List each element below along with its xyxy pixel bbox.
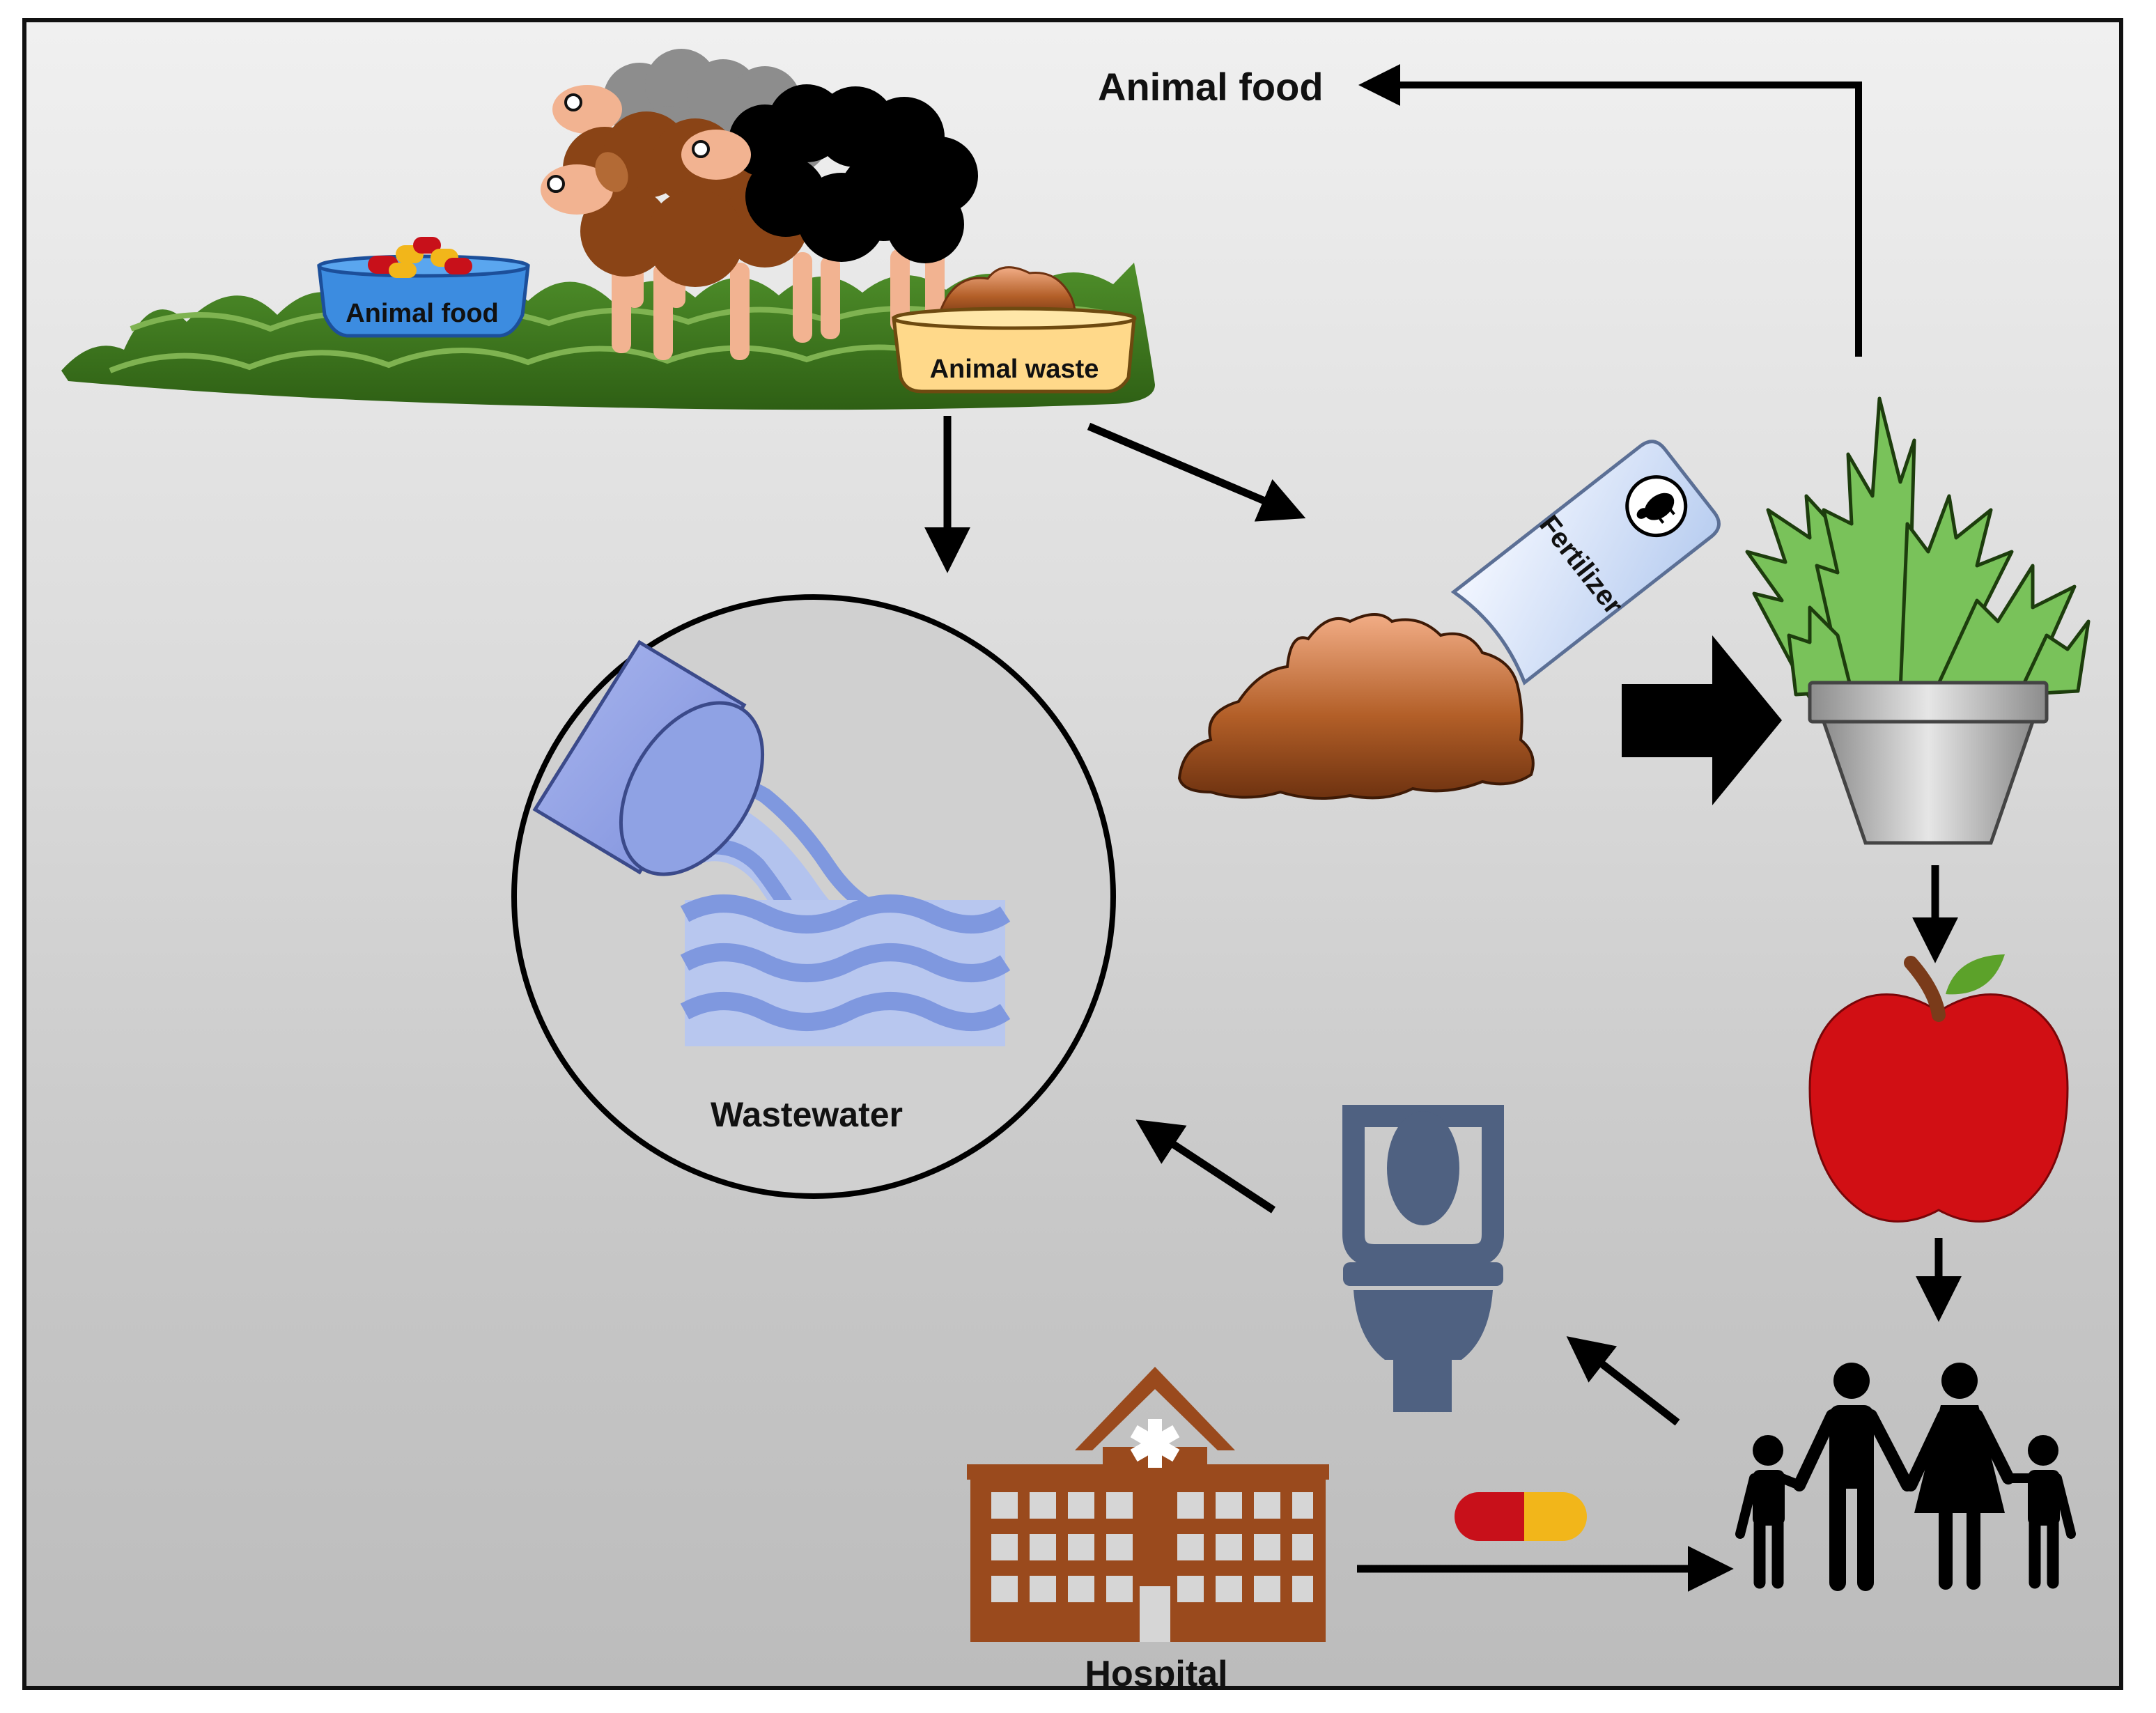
animal-food-top-label: Animal food [1098, 65, 1324, 109]
potted-plant-icon [1745, 396, 2091, 845]
animal-waste-label: Animal waste [930, 355, 1099, 384]
diagram-frame: Animal food Animal waste Animal food Wa [22, 18, 2123, 1690]
diagram-canvas: Animal food Animal waste Animal food Wa [61, 49, 2091, 1690]
fertilizer-bag-icon: Fertilizer [1450, 440, 1721, 685]
arrow-toilet-to-wastewater [1135, 1119, 1276, 1214]
arrow-family-to-toilet [1566, 1336, 1680, 1426]
food-bowl-icon: Animal food [317, 237, 530, 338]
arrow-fertilizer-to-plant [1622, 635, 1782, 805]
hospital-icon: Hospital [967, 1367, 1329, 1690]
black-sheep-icon [681, 84, 978, 343]
manure-pile-icon [1177, 613, 1535, 800]
arrow-plant-to-animal-food [1358, 64, 1862, 357]
pill-icon [1455, 1492, 1587, 1541]
brown-sheep-icon [541, 111, 808, 360]
family-icon [1735, 1363, 2076, 1591]
wastewater-pipe-icon [532, 640, 1011, 1046]
toilet-icon [1342, 1105, 1504, 1412]
sheep-logo-icon [1636, 493, 1675, 524]
apple-icon [1808, 954, 2069, 1223]
lettuce-leaves-icon [1745, 396, 2091, 700]
hospital-label: Hospital [1085, 1654, 1227, 1690]
sheep-flock-icon [541, 49, 978, 360]
pill-icon [368, 237, 472, 278]
waste-bowl-icon: Animal waste [892, 266, 1137, 394]
animal-food-bowl-label: Animal food [346, 299, 499, 328]
arrow-waste-to-manure [1087, 422, 1306, 522]
medical-star-icon [1130, 1419, 1180, 1468]
wastewater-circle: Wastewater [511, 594, 1116, 1199]
wastewater-label: Wastewater [711, 1095, 903, 1134]
